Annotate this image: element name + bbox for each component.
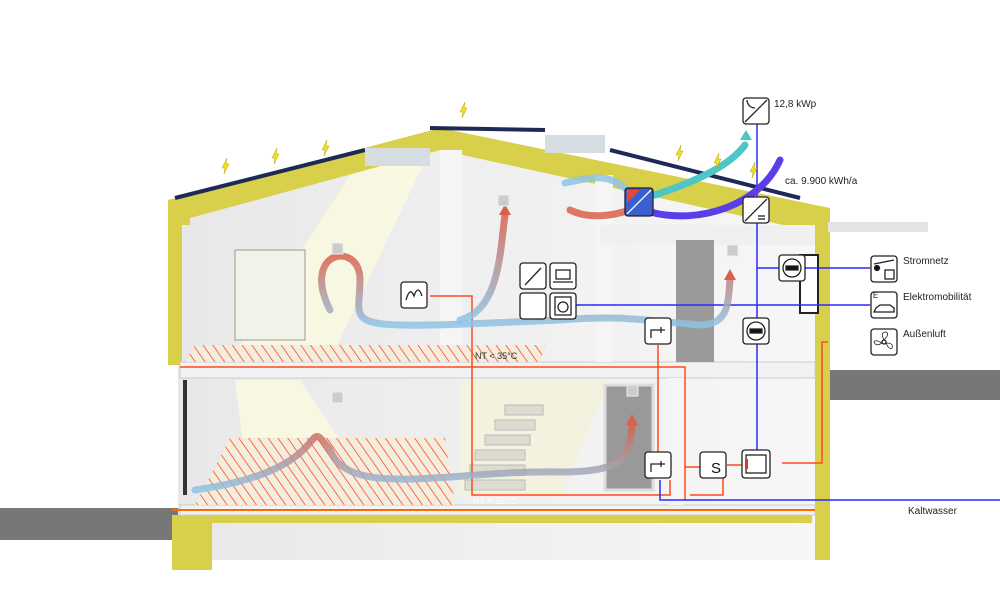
grid-connection-icon [870,255,898,283]
foundation-insulation [172,515,812,523]
floor-heating-lower [195,438,455,505]
pv-module-icon [742,97,770,125]
ground-right [828,370,1000,400]
tap-lower-icon [644,451,672,479]
ground-left [0,508,178,540]
pv-power-label: 12,8 kWp [774,99,817,110]
arrow-head [626,414,638,425]
floor-heating-upper [185,345,545,362]
air-outlet [331,194,739,404]
storage-symbol: S [711,460,722,477]
ev-symbol: E [873,291,879,300]
meter-icon [742,317,770,345]
electric-lines [575,120,1000,501]
appliance-empty-icon [519,292,547,320]
laptop-icon [549,262,577,290]
heating-pipes [172,295,828,511]
heat-pump-icon [400,281,428,309]
upper-floor-slab [179,361,816,379]
door [676,240,714,362]
floor-heating-upper-label: NT < 35°C [475,351,518,361]
outside-air-label: Außenluft [903,329,946,340]
inverter-icon [742,196,770,224]
arrow-head [499,204,511,215]
meter-icon [778,254,806,282]
roof-pv-panels [174,148,366,200]
upper-ceiling [600,225,815,245]
skylight [365,148,430,166]
roof-insulation [168,128,830,232]
lighting-icon [519,262,547,290]
left-wall-insulation [168,215,182,365]
interior-wall [595,175,613,362]
cold-water-label: Kaltwasser [908,506,957,517]
glass-facade [183,380,187,495]
floor-heating-lower-label: NT < 35°C [473,496,516,506]
lightning-icon [221,101,758,179]
ventilation-airflow [191,141,784,494]
arrow-head [724,269,736,280]
arrow-head [740,130,752,140]
window [234,249,306,341]
tap-upper-icon [644,317,672,345]
emobility-label: Elektromobilität [903,292,972,303]
ev-car-icon [870,291,898,319]
electric-heater-icon [741,449,771,479]
fan-outside-air-icon [870,328,898,356]
roof-overhang [828,222,928,232]
interior-wall [440,150,462,362]
storage-tank-icon [699,451,727,479]
roof-pv-panels [429,126,546,132]
grid-label: Stromnetz [903,256,949,267]
foundation-left [172,515,212,570]
interior-wall [668,378,684,505]
washing-machine-icon [549,292,577,320]
heat-exchanger-icon [624,187,654,217]
skylight [545,135,605,153]
staircase [464,404,544,491]
annual-yield-label: ca. 9.900 kWh/a [785,176,858,187]
